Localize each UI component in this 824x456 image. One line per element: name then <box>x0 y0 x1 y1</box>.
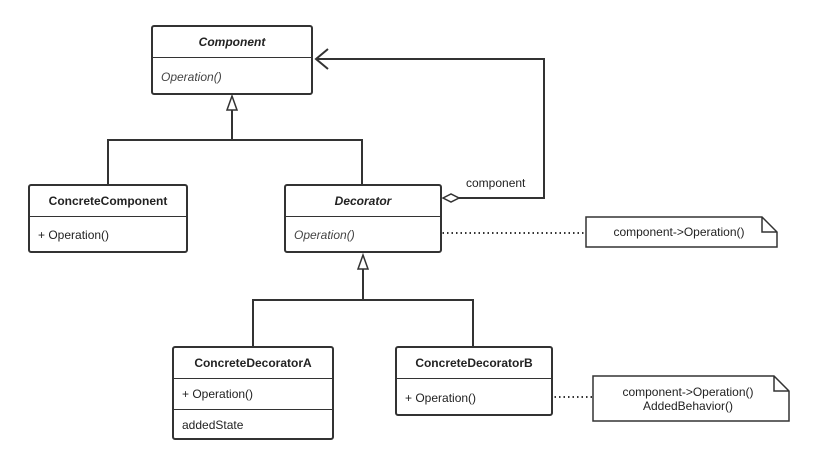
generalization-arrowhead-component <box>225 93 239 111</box>
note-decorator-b-line1: component->Operation() <box>622 385 754 399</box>
aggregation-line <box>316 58 545 199</box>
class-component[interactable]: Component Operation() <box>151 25 313 95</box>
class-concrete-decorator-b[interactable]: ConcreteDecoratorB + Operation() <box>395 346 553 416</box>
class-component-name: Component <box>153 27 311 58</box>
class-concrete-decorator-a[interactable]: ConcreteDecoratorA + Operation() addedSt… <box>172 346 334 440</box>
class-decorator[interactable]: Decorator Operation() <box>284 184 442 253</box>
class-concrete-decorator-b-operation: + Operation() <box>405 391 477 405</box>
class-concrete-component[interactable]: ConcreteComponent + Operation() <box>28 184 188 253</box>
class-concrete-decorator-a-state: addedState <box>174 409 332 440</box>
class-concrete-decorator-b-name: ConcreteDecoratorB <box>397 348 551 379</box>
note-decorator-b: component->Operation() AddedBehavior() <box>603 385 773 413</box>
aggregation-diamond <box>441 193 461 203</box>
class-concrete-decorator-a-operation: + Operation() <box>182 387 254 401</box>
class-concrete-component-name: ConcreteComponent <box>30 186 186 217</box>
class-decorator-operation: Operation() <box>294 228 355 242</box>
class-concrete-component-operation: + Operation() <box>38 228 110 242</box>
note-decorator-b-line2: AddedBehavior() <box>642 399 734 413</box>
note-decorator: component->Operation() <box>596 225 762 239</box>
class-component-operation: Operation() <box>161 70 222 84</box>
class-concrete-decorator-a-name: ConcreteDecoratorA <box>174 348 332 379</box>
association-arrowhead <box>314 48 329 70</box>
class-decorator-name: Decorator <box>286 186 440 217</box>
note-decorator-text: component->Operation() <box>613 225 745 239</box>
note-shape-decorator <box>585 216 778 248</box>
generalization-arrowhead-decorator <box>356 252 370 270</box>
generalization-line-to-component <box>107 110 363 184</box>
association-label: component <box>466 176 526 190</box>
note-shape-decorator-b <box>592 375 790 422</box>
generalization-line-to-decorator <box>252 269 474 346</box>
